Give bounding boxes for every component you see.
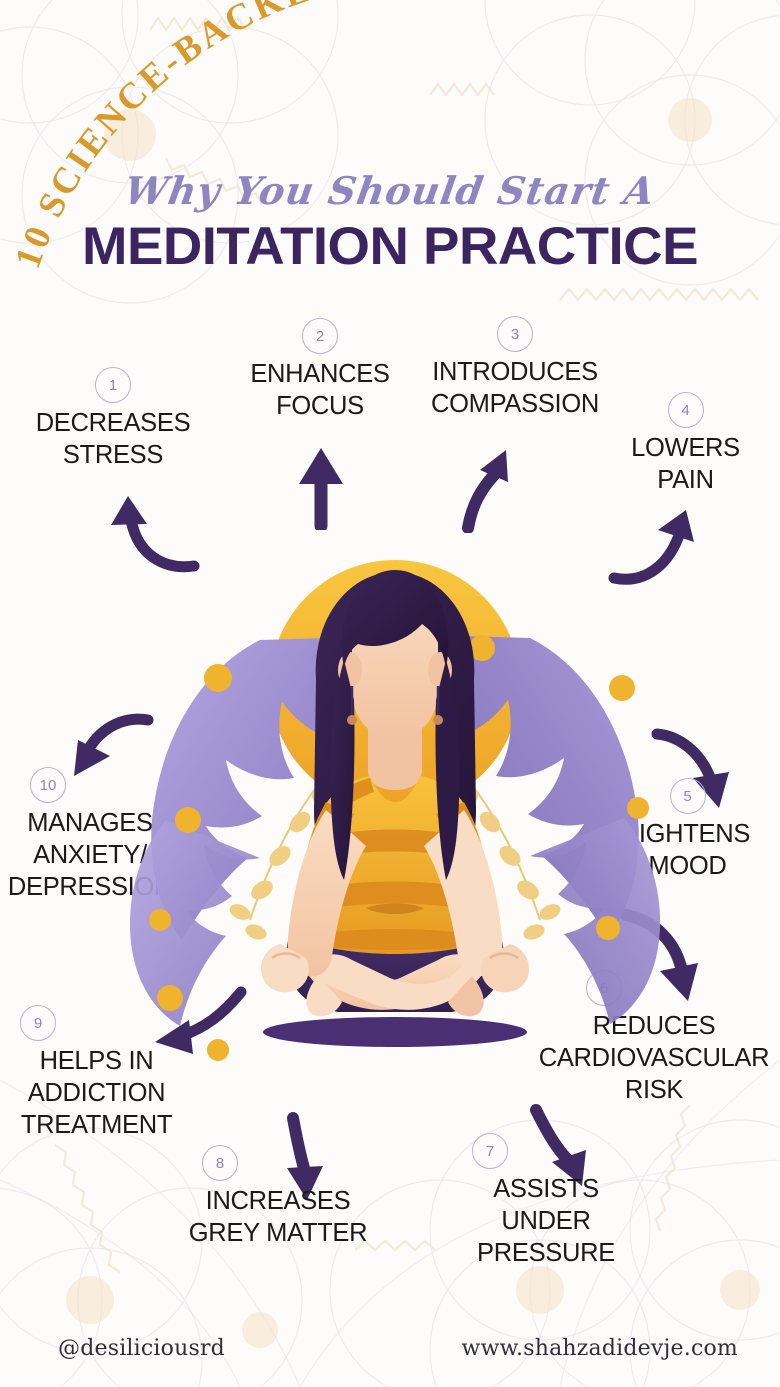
arrow-to-reason-4: [608, 510, 694, 585]
reason-number-badge: 9: [20, 1005, 56, 1041]
reason-number-badge: 10: [30, 767, 66, 803]
leaf-group-right: [448, 636, 660, 1024]
reason-label: HELPS IN ADDICTION TREATMENT: [20, 1047, 173, 1140]
arrow-to-reason-10: [74, 713, 154, 776]
meditating-woman-illustration: [130, 560, 660, 1061]
reason-number-badge: 4: [667, 392, 704, 428]
arrow-to-reason-7: [530, 1104, 586, 1186]
reason-label: ENHANCES FOCUS: [250, 360, 390, 421]
reason-label: ASSISTS UNDER PRESSURE: [477, 1175, 615, 1268]
decorative-gold-dots: [149, 635, 649, 1061]
reason-item-1[interactable]: 1 DECREASES STRESS: [8, 367, 218, 471]
reason-label: INCREASES GREY MATTER: [188, 1187, 368, 1248]
header: 10 SCIENCE-BACKED REASONS Why You Should…: [0, 0, 780, 300]
hair-front: [341, 570, 449, 668]
reason-number-badge: 1: [95, 367, 131, 403]
reason-label: REDUCES CARDIOVASCULAR RISK: [538, 1012, 770, 1105]
website-url[interactable]: www.shahzadidevje.com: [461, 1335, 738, 1361]
reason-label: LOWERS PAIN: [631, 434, 740, 495]
figure-shadow: [263, 1017, 527, 1047]
reason-label: LIGHTENS MOOD: [624, 820, 751, 881]
arrow-to-reason-1: [111, 496, 200, 573]
arrow-to-reason-8: [287, 1112, 323, 1200]
social-handle[interactable]: @desiliciousrd: [58, 1335, 225, 1361]
reason-item-4[interactable]: 4 LOWERS PAIN: [598, 392, 773, 496]
reason-item-2[interactable]: 2 ENHANCES FOCUS: [215, 318, 425, 422]
footer: @desiliciousrd www.shahzadidevje.com: [0, 1309, 780, 1387]
reason-number-badge: 2: [302, 318, 338, 354]
reason-item-9[interactable]: 9 HELPS IN ADDICTION TREATMENT: [4, 1005, 189, 1141]
reason-item-6[interactable]: 6 REDUCES CARDIOVASCULAR RISK: [528, 970, 780, 1106]
page-title: MEDITATION PRACTICE: [82, 217, 698, 276]
reason-label: DECREASES STRESS: [35, 409, 191, 470]
reason-number-badge: 5: [669, 778, 706, 814]
reason-number-badge: 3: [497, 316, 533, 352]
leaf-group-left: [130, 638, 342, 1026]
reason-item-3[interactable]: 3 INTRODUCES COMPASSION: [405, 316, 625, 420]
arc-title-svg: 10 SCIENCE-BACKED REASONS: [7, 0, 553, 274]
reason-item-8[interactable]: 8 INCREASES GREY MATTER: [178, 1145, 378, 1249]
arrow-to-reason-2: [299, 448, 343, 530]
reason-number-badge: 8: [202, 1145, 238, 1181]
earrings: [350, 686, 440, 716]
reason-number-badge: 7: [472, 1133, 508, 1169]
reason-item-5[interactable]: 5 LIGHTENS MOOD: [600, 778, 775, 882]
reason-label: INTRODUCES COMPASSION: [431, 358, 599, 419]
arrow-to-reason-3: [462, 450, 508, 533]
arrow-to-reason-5: [651, 728, 729, 808]
script-subtitle: Why You Should Start A: [121, 168, 659, 213]
arrow-to-reason-9: [155, 986, 247, 1054]
reason-item-7[interactable]: 7 ASSISTS UNDER PRESSURE: [430, 1133, 662, 1269]
